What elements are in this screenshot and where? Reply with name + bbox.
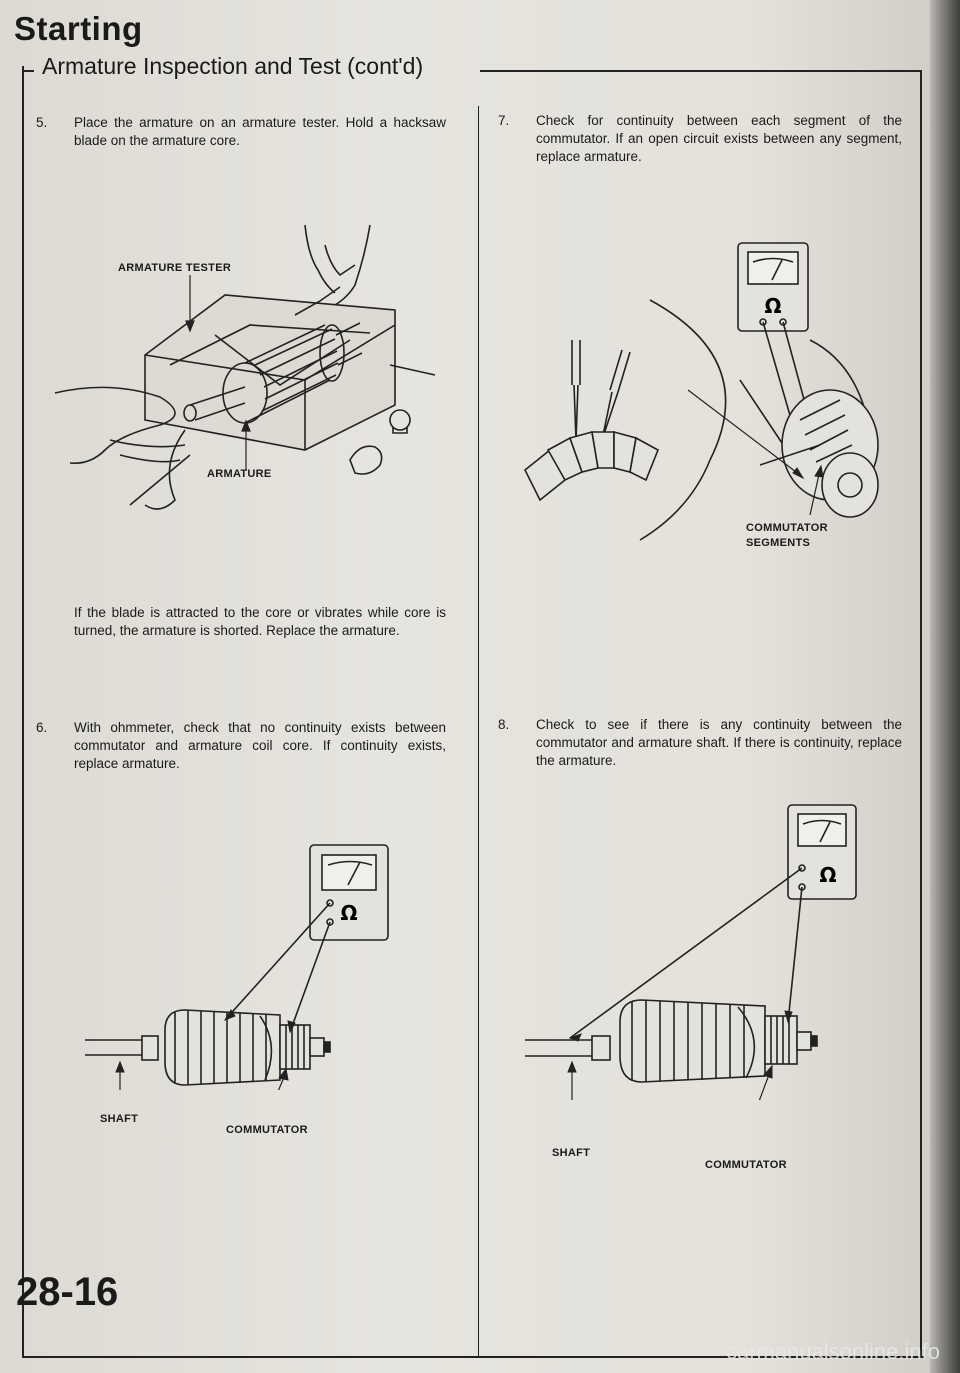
label-armature: ARMATURE [207, 468, 272, 480]
step-text: Check for continuity between each segmen… [536, 113, 902, 164]
frame-top-rule-right [480, 70, 922, 72]
label-commutator-segments-line2: SEGMENTS [746, 537, 811, 549]
label-commutator: COMMUTATOR [705, 1159, 787, 1171]
label-armature-tester: ARMATURE TESTER [118, 262, 232, 274]
step-text: Check to see if there is any continuity … [536, 717, 902, 768]
step-text: Place the armature on an armature tester… [74, 115, 446, 148]
watermark: carmanualsonline.info [725, 1339, 940, 1364]
page-number: 28-16 [16, 1270, 119, 1314]
step-5-result-note: If the blade is attracted to the core or… [74, 605, 446, 638]
commutator-core-test-figure: Ω [80, 840, 410, 1090]
ohm-symbol-icon: Ω [764, 294, 781, 318]
content-frame [22, 66, 924, 1358]
page-edge [930, 0, 960, 1373]
armature-tester-illustration [54, 224, 436, 510]
frame-top-rule-left [22, 70, 34, 72]
ohmmeter-core-illustration: Ω [85, 844, 389, 1090]
column-divider [478, 106, 479, 1356]
step-number: 8. [498, 717, 510, 732]
label-shaft: SHAFT [100, 1113, 139, 1125]
label-commutator-segments-line1: COMMUTATOR [746, 522, 828, 534]
section-title: Starting [14, 10, 143, 47]
step-number: 5. [36, 115, 48, 130]
commutator-segments-test-figure: Ω [510, 240, 900, 570]
ohmmeter-shaft-illustration: Ω [525, 804, 857, 1100]
step-number: 7. [498, 113, 510, 128]
commutator-shaft-test-figure: Ω [520, 800, 880, 1100]
ohm-symbol-icon: Ω [819, 863, 836, 887]
label-commutator: COMMUTATOR [226, 1124, 308, 1136]
page-subtitle: Armature Inspection and Test (cont'd) [42, 53, 424, 79]
ohmmeter-segments-illustration: Ω [523, 242, 879, 541]
label-shaft: SHAFT [552, 1147, 591, 1159]
armature-tester-figure [50, 215, 450, 535]
step-text: With ohmmeter, check that no continuity … [74, 720, 446, 771]
frame-right-rule [920, 70, 922, 1358]
step-number: 6. [36, 720, 48, 735]
ohm-symbol-icon: Ω [340, 901, 357, 925]
